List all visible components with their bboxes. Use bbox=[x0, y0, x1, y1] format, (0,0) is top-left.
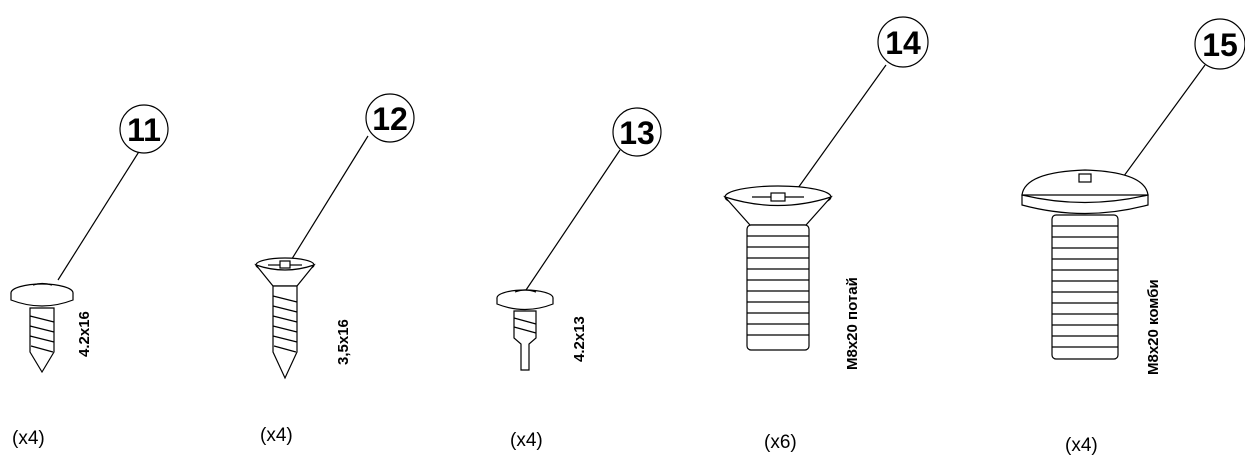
leader-line-13 bbox=[523, 149, 621, 294]
part-15: 15 M8x20 комби (x4) bbox=[1021, 18, 1245, 456]
part-12: 12 3,5x16 (x4) bbox=[254, 93, 415, 446]
size-label-12: 3,5x16 bbox=[335, 319, 352, 365]
callout-circle-12 bbox=[365, 93, 415, 143]
callout-number-14: 14 bbox=[885, 25, 921, 61]
callout-circle-11 bbox=[119, 104, 169, 154]
screw-12-icon bbox=[254, 257, 316, 380]
quantity-label-12: (x4) bbox=[260, 425, 293, 446]
callout-circle-14 bbox=[877, 16, 929, 68]
leader-line-11 bbox=[57, 149, 141, 281]
size-label-13: 4.2x13 bbox=[571, 316, 588, 362]
leader-line-14 bbox=[797, 64, 887, 189]
leader-line-12 bbox=[289, 135, 369, 263]
quantity-label-15: (x4) bbox=[1065, 435, 1098, 456]
leader-line-15 bbox=[1109, 64, 1206, 196]
part-11: 11 4.2x16 (x4) bbox=[10, 104, 169, 449]
size-label-14: M8x20 потай bbox=[844, 277, 861, 370]
callout-number-13: 13 bbox=[619, 115, 655, 151]
size-label-11: 4.2x16 bbox=[76, 311, 93, 357]
quantity-label-14: (x6) bbox=[764, 432, 797, 453]
callout-number-11: 11 bbox=[127, 112, 161, 148]
screw-13-icon bbox=[496, 289, 554, 371]
screw-14-icon bbox=[723, 185, 833, 351]
part-14: 14 M8x20 потай (x6) bbox=[723, 16, 929, 453]
callout-circle-13 bbox=[612, 107, 662, 157]
quantity-label-11: (x4) bbox=[12, 428, 45, 449]
callout-number-15: 15 bbox=[1202, 27, 1238, 63]
screw-15-icon bbox=[1021, 169, 1149, 360]
size-label-15: M8x20 комби bbox=[1145, 279, 1162, 375]
callout-number-12: 12 bbox=[372, 101, 408, 137]
quantity-label-13: (x4) bbox=[510, 430, 543, 451]
callout-circle-15 bbox=[1194, 18, 1245, 70]
screw-11-icon bbox=[10, 282, 74, 374]
part-13: 13 4.2x13 (x4) bbox=[496, 107, 662, 451]
